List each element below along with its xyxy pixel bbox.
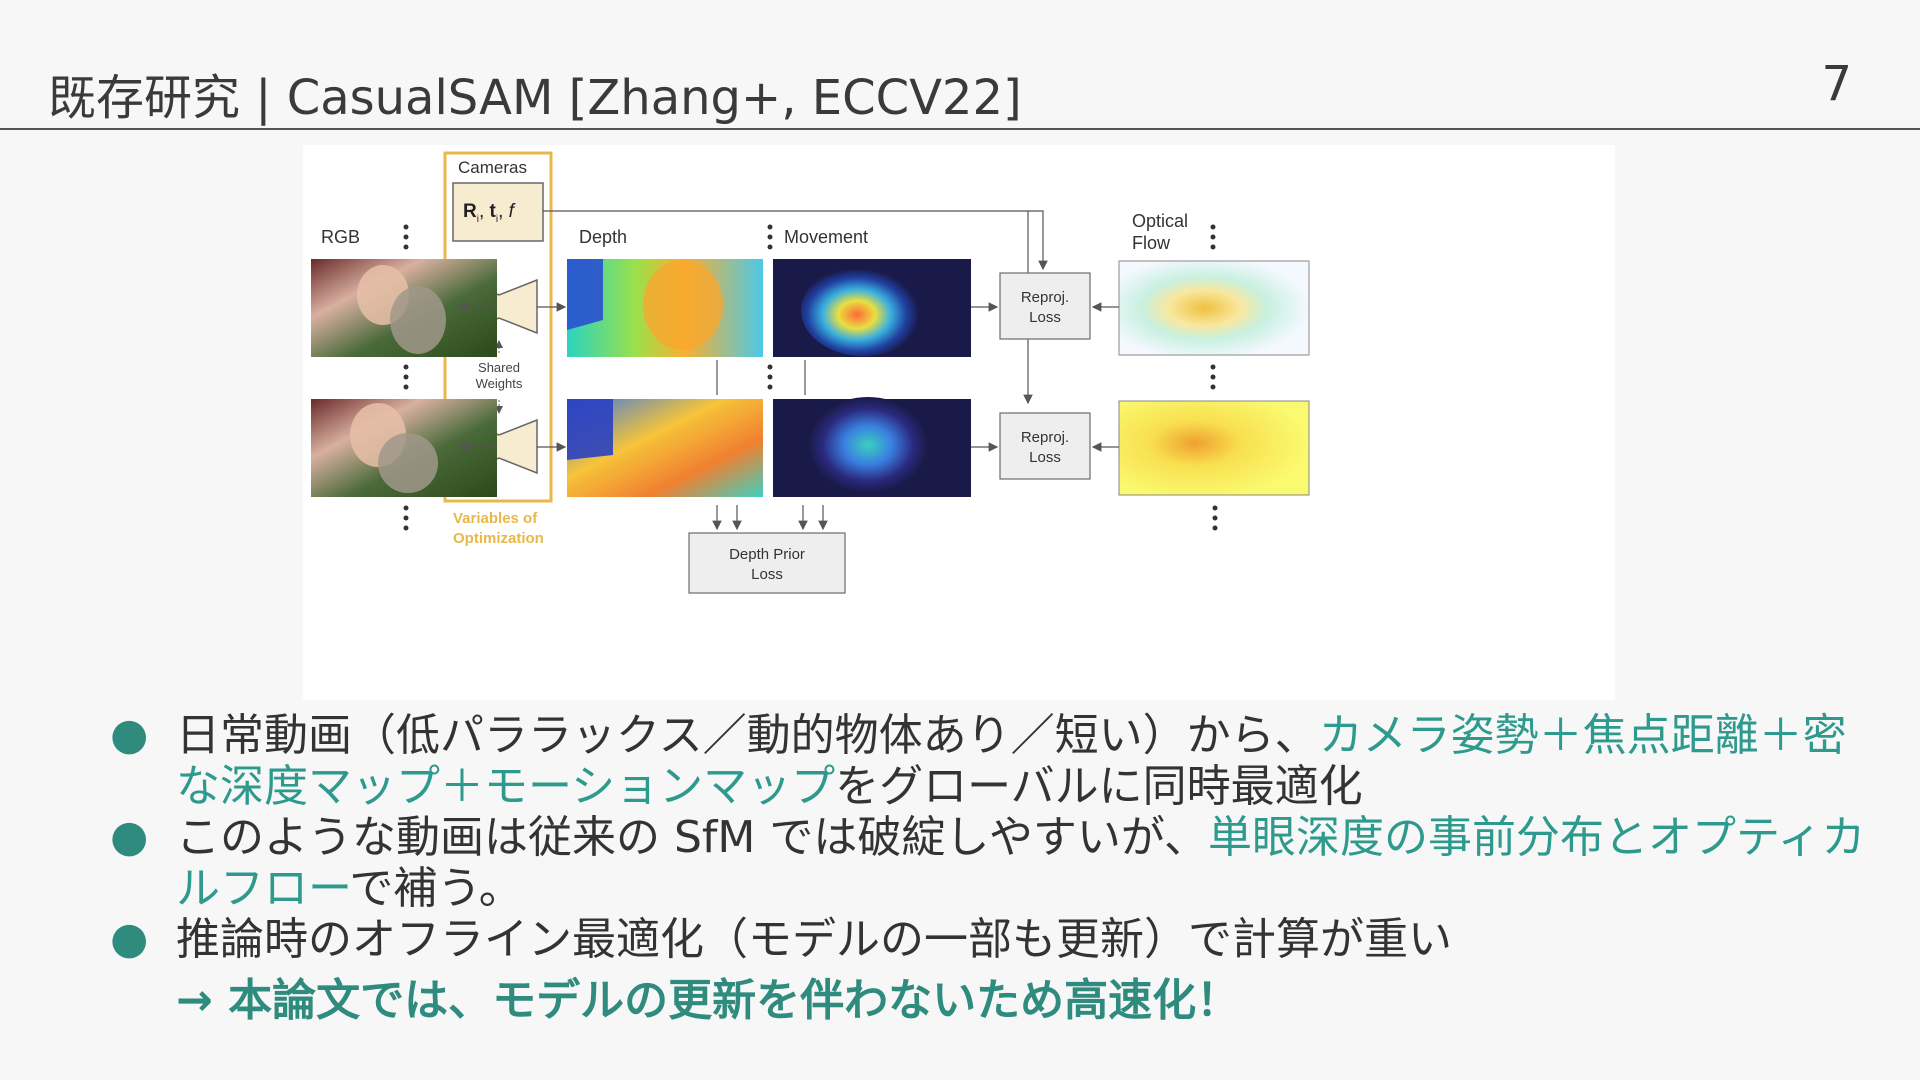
flow-dots-bottom	[1212, 505, 1218, 531]
movement-dots-top	[767, 224, 773, 250]
flow-dots-mid	[1210, 364, 1216, 390]
bullet-1-highlight: カメラ姿勢＋焦点距離＋密な深度マップ＋モーションマップ	[176, 710, 1847, 812]
bullet-1-text-a: 日常動画（低パララックス／動的物体あり／短い）から、	[176, 710, 1319, 761]
camera-r-subscript: i	[477, 214, 479, 225]
flow-dots-top	[1210, 224, 1216, 250]
optical-flow-label-2: Flow	[1132, 233, 1171, 253]
casualsam-diagram: Cameras Ri, ti, f Shared Weights Variabl…	[303, 145, 1615, 700]
bullet-2-text-b: で補う。	[349, 863, 523, 914]
movement-dots-mid	[767, 364, 773, 390]
rgb-dots-bottom	[403, 505, 409, 531]
bullet-dot: ●	[110, 913, 149, 964]
title-divider	[0, 128, 1920, 130]
camera-t-symbol: t	[490, 201, 497, 222]
bullet-list: ● 日常動画（低パララックス／動的物体あり／短い）から、カメラ姿勢＋焦点距離＋密…	[110, 709, 1890, 1026]
bullet-2-highlight: 単眼深度の事前分布とオプティカルフロー	[176, 812, 1866, 914]
depth-prior-label-2: Loss	[751, 566, 783, 583]
camera-f-symbol: f	[509, 201, 516, 222]
bullet-3: ● 推論時のオフライン最適化（モデルの一部も更新）で計算が重い	[110, 913, 1890, 965]
optical-flow-label-1: Optical	[1132, 211, 1188, 231]
variables-label-2: Optimization	[453, 530, 544, 547]
bullet-1-text-b: をグローバルに同時最適化	[835, 761, 1363, 812]
camera-params-box	[452, 182, 544, 242]
bullet-3-text: 推論時のオフライン最適化（モデルの一部も更新）で計算が重い	[176, 914, 1452, 965]
bullet-dot: ●	[110, 709, 149, 760]
camera-r-symbol: R	[463, 201, 477, 222]
bullet-1: ● 日常動画（低パララックス／動的物体あり／短い）から、カメラ姿勢＋焦点距離＋密…	[110, 709, 1890, 812]
shared-weights-label-1: Shared	[478, 360, 520, 375]
bullet-2-text-a: このような動画は従来の SfM では破綻しやすいが、	[176, 812, 1209, 863]
reproj-loss-box-1	[999, 272, 1091, 340]
variables-label-1: Variables of	[453, 510, 538, 527]
reproj-loss-2-line1: Reproj.	[1021, 429, 1069, 446]
movement-label: Movement	[784, 227, 868, 247]
cameras-label: Cameras	[458, 158, 527, 177]
conclusion-text: → 本論文では、モデルの更新を伴わないため高速化！	[176, 975, 1241, 1026]
shared-weights-label-2: Weights	[476, 376, 523, 391]
depth-label: Depth	[579, 227, 627, 247]
reproj-loss-2-line2: Loss	[1029, 449, 1061, 466]
depth-prior-loss-box	[688, 532, 846, 594]
page-number: 7	[1821, 56, 1852, 112]
optical-flow-map-1	[1118, 260, 1310, 356]
optical-flow-map-2	[1118, 400, 1310, 496]
slide-title: 既存研究 | CasualSAM [Zhang+, ECCV22]	[48, 70, 1022, 126]
bullet-dot: ●	[110, 811, 149, 862]
bullet-2: ● このような動画は従来の SfM では破綻しやすいが、単眼深度の事前分布とオプ…	[110, 811, 1890, 914]
reproj-loss-box-2	[999, 412, 1091, 480]
rgb-dots-top	[403, 224, 409, 250]
reproj-loss-1-line2: Loss	[1029, 309, 1061, 326]
camera-t-subscript: i	[496, 214, 498, 225]
depth-prior-label-1: Depth Prior	[729, 546, 805, 563]
reproj-loss-1-line1: Reproj.	[1021, 289, 1069, 306]
rgb-label: RGB	[321, 227, 360, 247]
svg-text:Ri, ti, f: Ri, ti, f	[463, 201, 516, 225]
rgb-dots-mid	[403, 364, 409, 390]
